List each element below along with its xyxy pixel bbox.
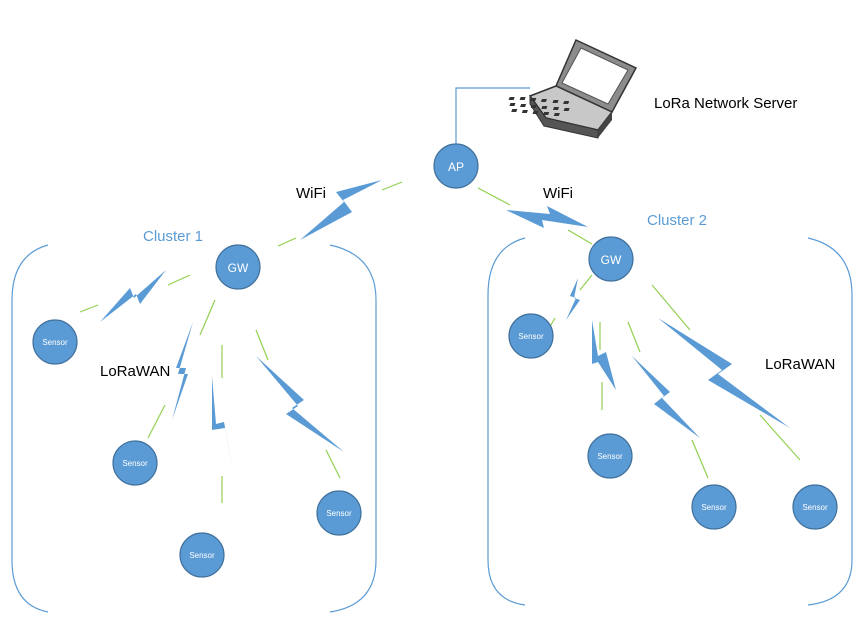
server-ap-connector xyxy=(455,87,530,146)
ap-node: AP xyxy=(433,143,479,189)
cluster-1-bracket xyxy=(11,244,377,613)
lorawan-label-right: LoRaWAN xyxy=(765,356,835,373)
cluster-2-title: Cluster 2 xyxy=(647,212,707,229)
lora-bolt-c2-b xyxy=(592,320,616,390)
wifi-bolt-left xyxy=(300,180,382,240)
gateway-label: GW xyxy=(601,253,622,267)
laptop-icon xyxy=(508,38,638,139)
sensor-c2-3: Sensor xyxy=(691,484,737,530)
lora-bolt-c2-c xyxy=(632,356,700,438)
sensor-label: Sensor xyxy=(189,551,215,560)
sensor-label: Sensor xyxy=(122,459,148,468)
sensor-c1-4: Sensor xyxy=(316,490,362,536)
sensor-label: Sensor xyxy=(518,332,544,341)
sensor-label: Sensor xyxy=(597,452,623,461)
lorawan-label-left: LoRaWAN xyxy=(100,363,170,380)
sensor-c2-2: Sensor xyxy=(587,433,633,479)
ap-label: AP xyxy=(448,160,464,174)
sensor-label: Sensor xyxy=(42,338,68,347)
lora-bolt-c1-d xyxy=(256,356,344,452)
sensor-label: Sensor xyxy=(802,503,828,512)
server-label: LoRa Network Server xyxy=(654,95,797,112)
wifi-label-left: WiFi xyxy=(296,185,326,202)
sensor-c1-2: Sensor xyxy=(112,440,158,486)
sensor-c2-1: Sensor xyxy=(508,313,554,359)
sensor-label: Sensor xyxy=(701,503,727,512)
bolts xyxy=(100,180,790,482)
lora-bolt-c1-a xyxy=(100,270,166,322)
lora-bolt-c1-b xyxy=(172,322,193,420)
lora-bolt-c1-c xyxy=(212,376,235,482)
cluster-1-title: Cluster 1 xyxy=(143,228,203,245)
wifi-label-right: WiFi xyxy=(543,185,573,202)
sensor-c1-1: Sensor xyxy=(32,319,78,365)
wifi-bolt-right xyxy=(506,206,588,228)
sensor-label: Sensor xyxy=(326,509,352,518)
lora-bolt-c2-a xyxy=(566,278,580,320)
link-lines xyxy=(79,181,801,503)
sensor-c1-3: Sensor xyxy=(179,532,225,578)
gateway-cluster-2: GW xyxy=(588,236,634,282)
gateway-label: GW xyxy=(228,261,249,275)
lora-bolt-c2-d xyxy=(658,318,790,428)
cluster-2-bracket xyxy=(487,237,853,606)
sensor-c2-4: Sensor xyxy=(792,484,838,530)
gateway-cluster-1: GW xyxy=(215,244,261,290)
